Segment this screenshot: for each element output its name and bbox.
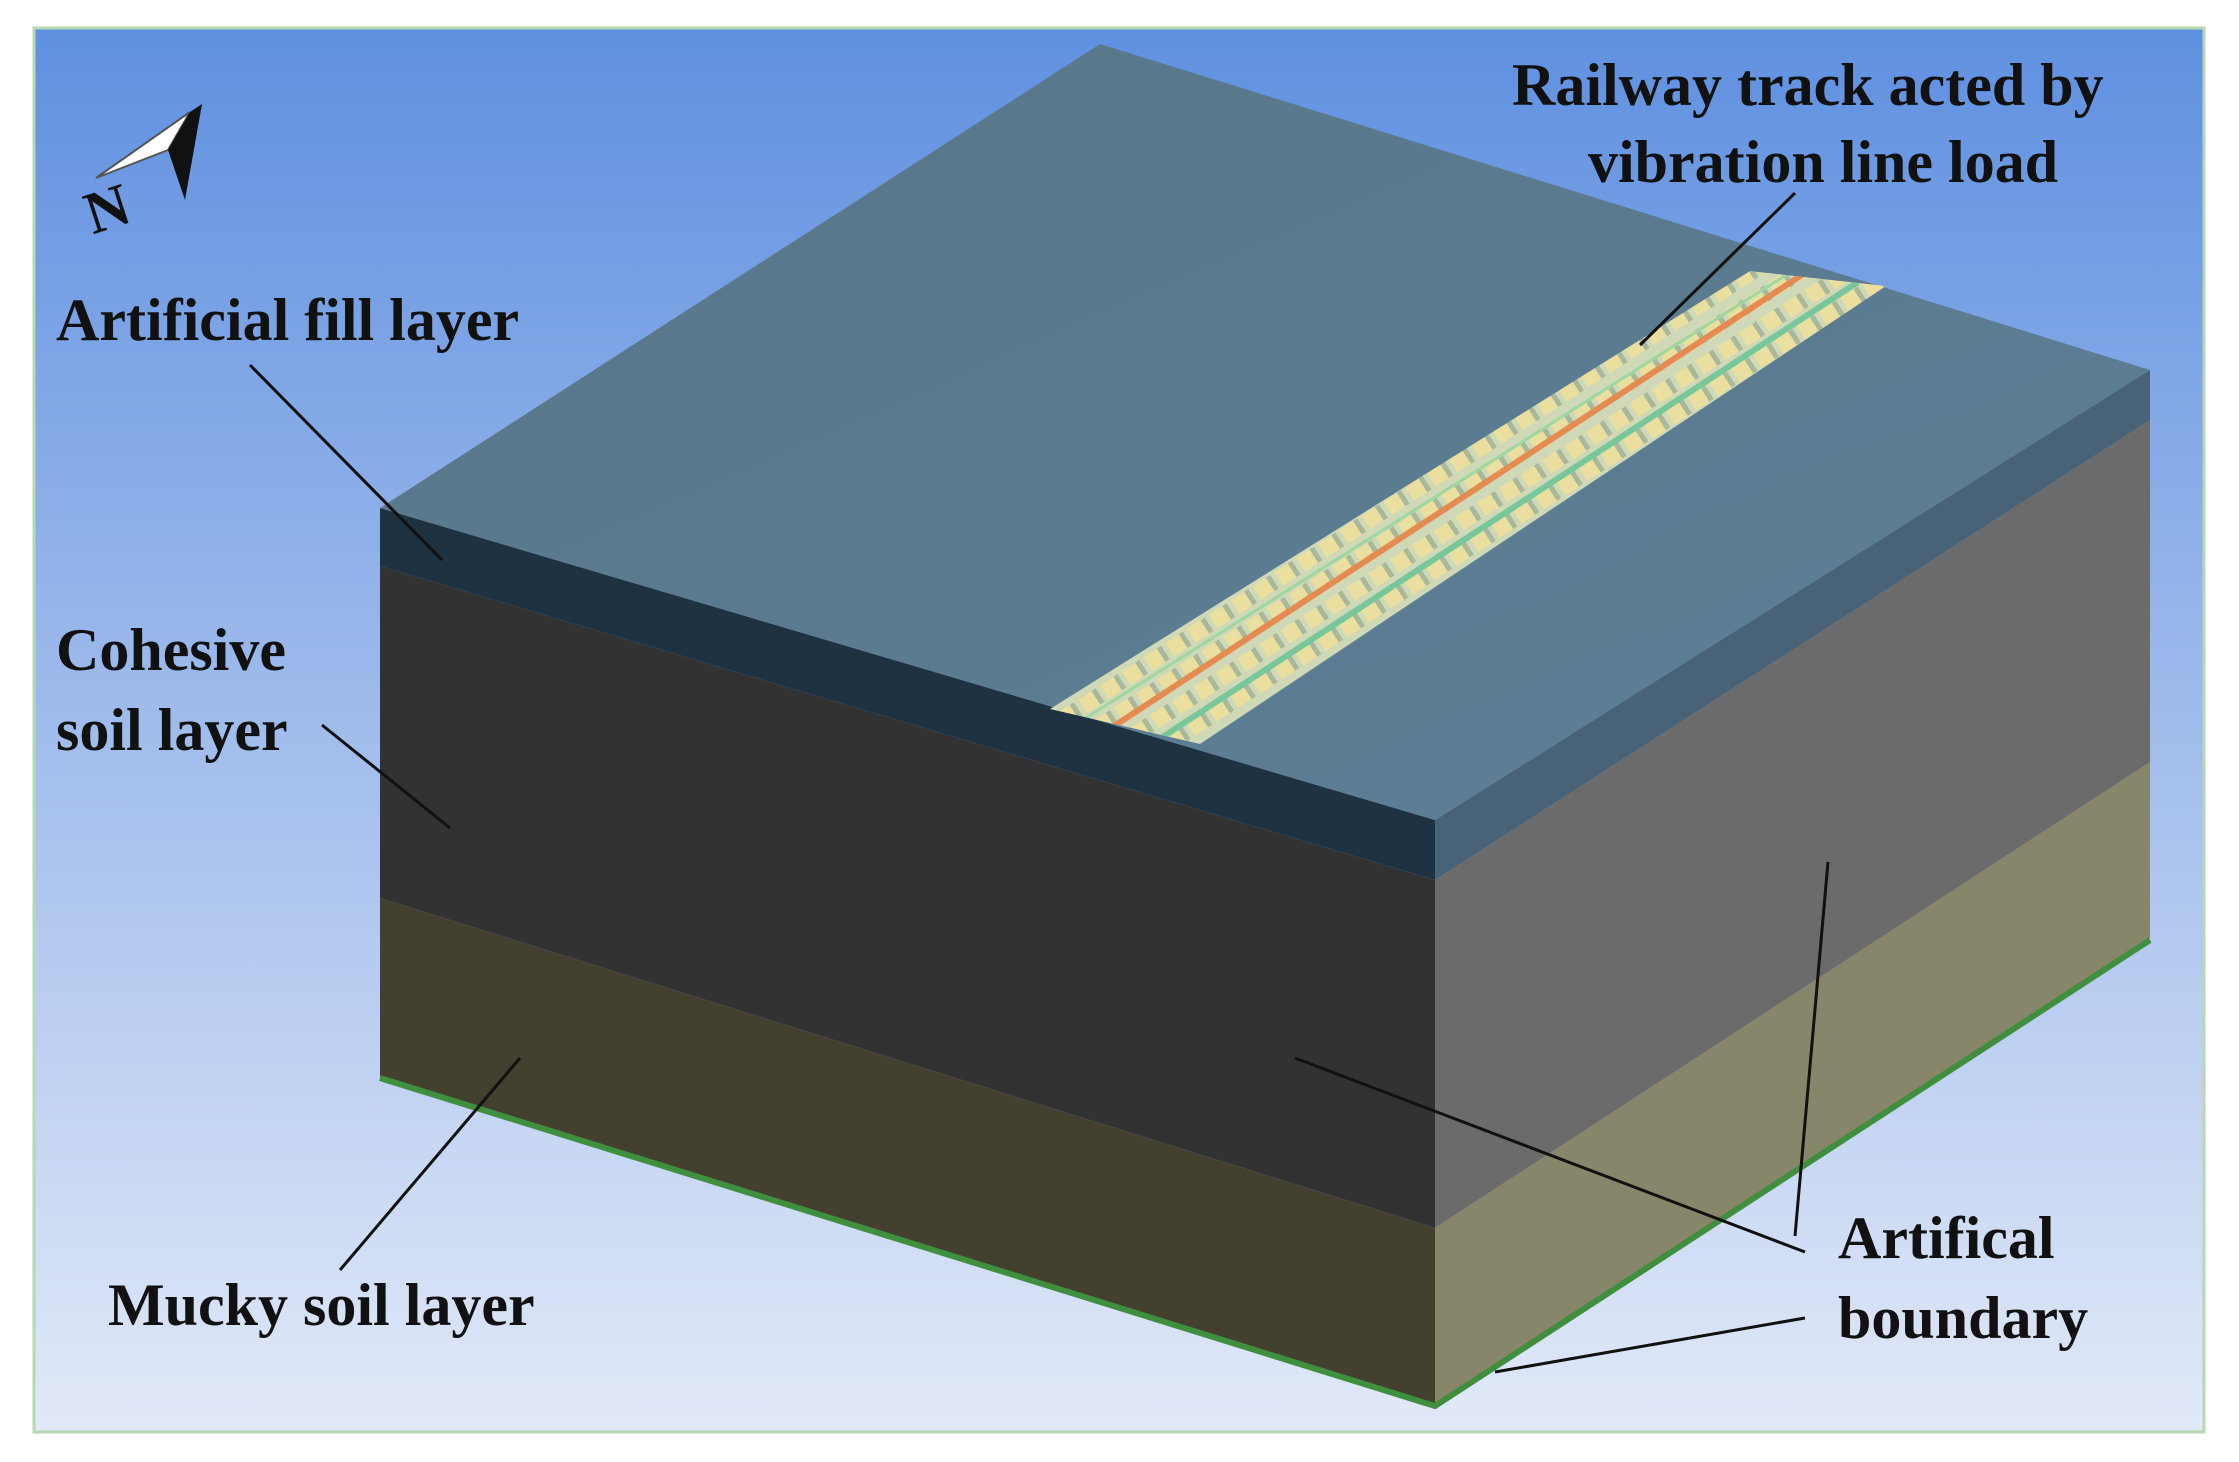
mucky-soil-right-face bbox=[1435, 762, 2150, 1403]
leader-boundary-3 bbox=[1494, 1316, 1806, 1374]
railway-label-line1: Railway track acted by bbox=[1512, 52, 2104, 118]
artificial-fill-label: Artificial fill layer bbox=[56, 287, 519, 353]
artificial-boundary-edge bbox=[379, 937, 2152, 1410]
fill-layer-front-face bbox=[380, 508, 1435, 880]
railway-track bbox=[1050, 271, 1886, 744]
leader-boundary-2 bbox=[1793, 861, 1830, 1237]
rail-green-line-2 bbox=[1085, 273, 1787, 720]
top-surface bbox=[380, 44, 2150, 820]
leader-mucky bbox=[338, 1057, 522, 1271]
boundary-label-line1: Artifical bbox=[1838, 1205, 2055, 1271]
image-frame bbox=[32, 26, 2206, 1434]
leader-cohesive bbox=[321, 723, 451, 830]
cohesive-soil-front-face bbox=[380, 566, 1435, 1228]
boundary-label-line2: boundary bbox=[1838, 1285, 2088, 1351]
leader-lines bbox=[248, 191, 1830, 1374]
fill-layer-right-face bbox=[1435, 370, 2150, 880]
rail-orange-line bbox=[1106, 271, 1810, 733]
cohesive-soil-right-face bbox=[1435, 420, 2150, 1228]
cohesive-label-line1: Cohesive bbox=[56, 617, 286, 683]
mucky-label: Mucky soil layer bbox=[108, 1272, 535, 1338]
rail-green-line bbox=[1156, 279, 1860, 743]
leader-boundary-1 bbox=[1294, 1056, 1806, 1254]
leader-fill bbox=[248, 363, 444, 562]
cohesive-label-line2: soil layer bbox=[56, 697, 288, 763]
leader-railway bbox=[1638, 191, 1797, 347]
mucky-soil-front-main bbox=[380, 898, 1435, 1403]
railway-label-line2: vibration line load bbox=[1588, 129, 2058, 195]
